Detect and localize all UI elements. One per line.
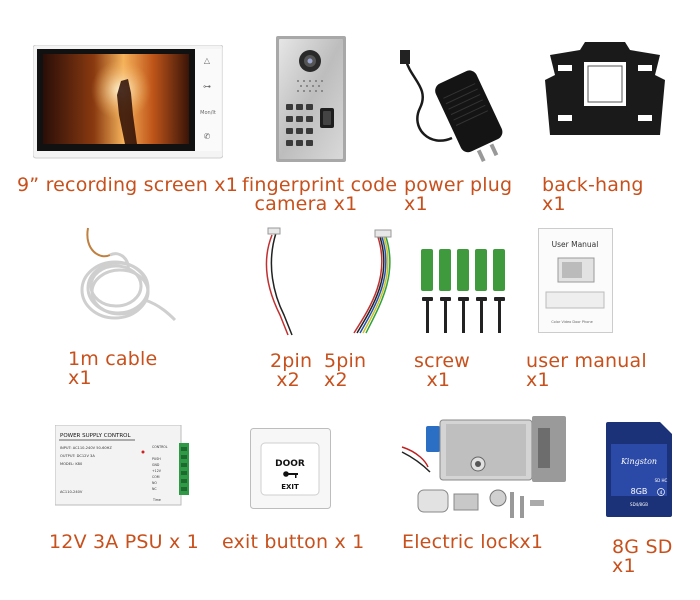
psu-input: INPUT: AC110-240V 50-60HZ — [60, 446, 112, 450]
pin-wires-image — [260, 225, 400, 340]
psu-image: POWER SUPPLY CONTROL INPUT: AC110-240V 5… — [55, 425, 190, 507]
label-fingerprint-camera: fingerprint code camera x1 — [242, 174, 398, 215]
svg-text:NO: NO — [152, 481, 157, 485]
sd-brand: Kingston — [620, 457, 657, 466]
svg-text:CONTROL: CONTROL — [152, 445, 168, 449]
svg-text:4: 4 — [660, 490, 663, 496]
label-back-hang: back-hang x1 — [542, 174, 644, 215]
svg-text:GND: GND — [152, 463, 160, 467]
label-exit-button: exit button x 1 — [222, 531, 365, 553]
svg-text:Time: Time — [152, 498, 161, 502]
exit-button-image: DOOR EXIT — [250, 428, 332, 510]
svg-text:+12V: +12V — [152, 469, 162, 473]
screws-image — [415, 245, 510, 340]
manual-title: User Manual — [552, 240, 599, 249]
exit-text: EXIT — [281, 483, 299, 491]
sd-bottom: SD4/8GB — [630, 502, 648, 507]
svg-text:NC: NC — [152, 487, 157, 491]
label-power-plug: power plug x1 — [404, 174, 513, 215]
back-hang-image — [540, 40, 670, 140]
psu-title: POWER SUPPLY CONTROL — [60, 433, 132, 439]
svg-text:COM: COM — [152, 475, 160, 479]
power-plug-image — [400, 38, 510, 163]
label-sd-card: 8G SD x1 — [612, 536, 673, 577]
recording-screen-image: △ ⊶ Mon/It ✆ — [33, 45, 223, 160]
user-manual-image: User Manual Color Video Door Phone — [538, 228, 613, 333]
label-2pin: 2pin x2 — [270, 350, 313, 391]
electric-lock-image — [398, 412, 578, 524]
psu-bottom: AC110-240V — [60, 490, 83, 494]
svg-text:⊶: ⊶ — [203, 82, 211, 91]
sd-size: 8GB — [631, 487, 648, 496]
svg-text:SD HC: SD HC — [655, 478, 668, 483]
label-5pin: 5pin x2 — [324, 350, 367, 391]
manual-footer: Color Video Door Phone — [551, 320, 593, 324]
label-cable: 1m cable x1 — [68, 348, 158, 389]
psu-output: OUTPUT: DC12V 3A — [60, 454, 95, 458]
label-user-manual: user manual x1 — [526, 350, 647, 391]
svg-text:✆: ✆ — [204, 132, 211, 141]
screen-button-label: Mon/It — [200, 110, 216, 116]
label-recording-screen: 9” recording screen x1 — [17, 174, 239, 196]
svg-text:△: △ — [204, 56, 211, 65]
sd-card-image: Kingston 8GB SD4/8GB SD HC 4 — [606, 422, 672, 517]
svg-text:PUSH: PUSH — [152, 457, 161, 461]
camera-panel-image — [276, 36, 346, 164]
door-text: DOOR — [275, 459, 305, 469]
cable-image — [70, 220, 180, 330]
label-screw: screw x1 — [414, 350, 470, 391]
label-psu: 12V 3A PSU x 1 — [49, 531, 199, 553]
psu-model: MODEL: K80 — [60, 462, 83, 466]
label-electric-lock: Electric lockx1 — [402, 531, 544, 553]
